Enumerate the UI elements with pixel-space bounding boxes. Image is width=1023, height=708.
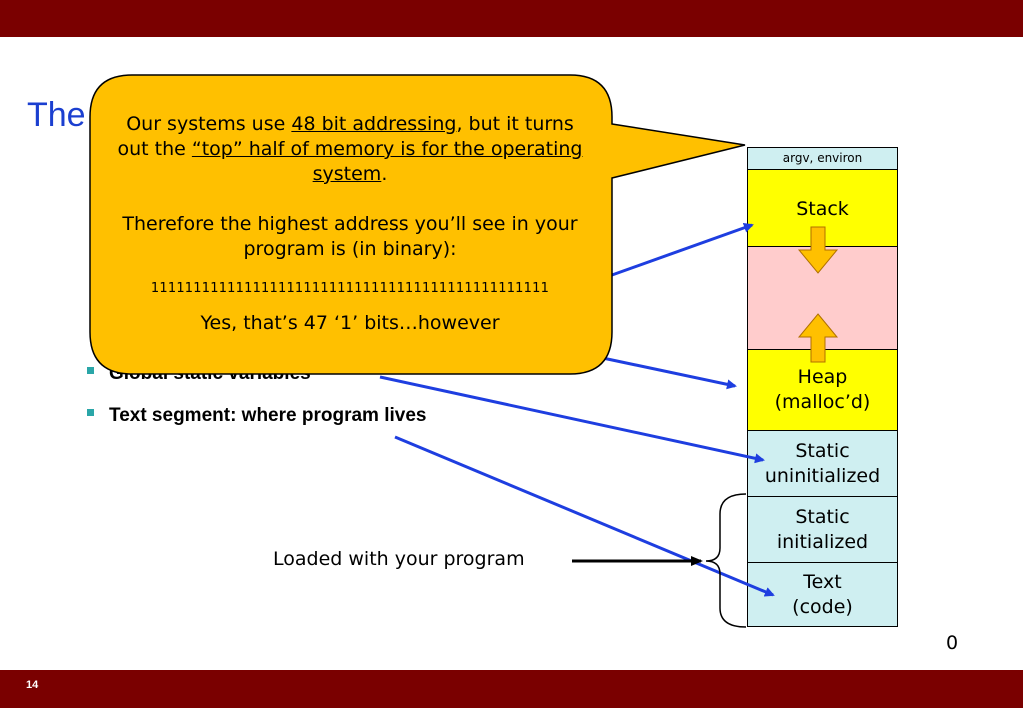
callout-paragraph-3: Yes, that’s 47 ‘1’ bits…however [200, 312, 500, 334]
arrow-to-text [394, 435, 775, 597]
curly-brace [705, 493, 747, 628]
bullet-marker [87, 409, 94, 417]
segment-static-initialized: Static initialized [747, 496, 898, 563]
slide-number: 14 [26, 679, 39, 691]
callout-text: Our systems use 48 bit addressing, but i… [110, 112, 590, 336]
arrow-to-stack [611, 222, 754, 277]
callout-paragraph-2: Therefore the highest address you’ll see… [122, 213, 578, 260]
bullet-text: Text segment: where program lives [109, 405, 427, 426]
arrow-to-static-uninitialized [379, 375, 765, 464]
bullet-text-segment: Text segment: where program lives [87, 405, 426, 427]
arrow-to-heap [597, 355, 737, 390]
bottom-bar: 14 [0, 670, 1023, 708]
bullet-marker [87, 367, 94, 375]
top-bar [0, 0, 1023, 37]
loaded-caption: Loaded with your program [273, 548, 525, 570]
callout-binary: 1111111111111111111111111111111111111111… [150, 281, 550, 296]
callout-bubble [89, 74, 746, 375]
stack-grows-down-arrow [797, 226, 839, 274]
segment-static-uninitialized: Static uninitialized [747, 430, 898, 497]
callout-paragraph-1: Our systems use 48 bit addressing, but i… [117, 113, 583, 185]
heap-grows-up-arrow [797, 313, 839, 363]
slide-title: The [27, 96, 86, 134]
page-marker: 0 [946, 632, 959, 654]
